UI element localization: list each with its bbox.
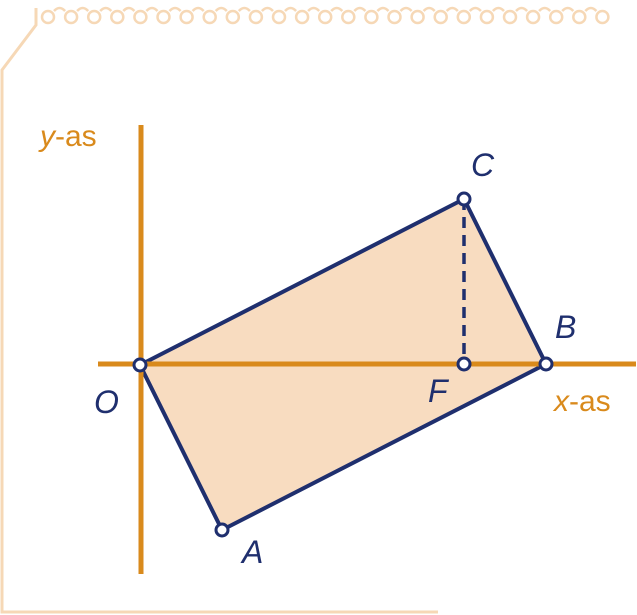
- point-O: [132, 357, 148, 373]
- spiral-ring: [179, 9, 194, 25]
- spiral-link: [353, 6, 367, 12]
- notebook-paper: [0, 6, 610, 614]
- y-axis-label-suffix: -as: [55, 120, 97, 153]
- spiral-ring: [387, 9, 402, 25]
- spiral-link: [260, 6, 274, 12]
- paper-border: [0, 8, 438, 614]
- spiral-ring: [410, 9, 425, 25]
- spiral-link: [399, 6, 413, 12]
- spiral-ring: [225, 9, 241, 25]
- spiral-link: [468, 6, 482, 12]
- spiral-ring: [248, 9, 264, 25]
- spiral-ring: [433, 9, 448, 25]
- spiral-ring: [271, 9, 287, 25]
- spiral-ring: [63, 9, 79, 25]
- spiral-link: [237, 6, 251, 12]
- spiral-ring: [548, 9, 564, 25]
- spiral-ring: [86, 9, 102, 25]
- point-B: [538, 356, 554, 372]
- label-F: F: [428, 373, 450, 409]
- point-C: [456, 191, 472, 207]
- spiral-link: [76, 6, 90, 12]
- label-O: O: [94, 384, 119, 420]
- spiral-ring: [133, 9, 148, 25]
- y-axis-label-var: y: [38, 120, 57, 153]
- spiral-link: [538, 6, 552, 12]
- spiral-link: [145, 6, 159, 12]
- spiral-link: [99, 6, 113, 12]
- point-A: [214, 522, 230, 538]
- spiral-link: [168, 6, 182, 12]
- spiral-link: [330, 6, 344, 12]
- spiral-ring: [525, 9, 541, 25]
- spiral-ring: [456, 9, 472, 25]
- spiral-link: [491, 6, 505, 12]
- spiral-ring: [202, 9, 217, 25]
- spiral-link: [445, 6, 459, 12]
- spiral-ring: [595, 9, 610, 25]
- spiral-link: [214, 6, 228, 12]
- spiral-ring: [341, 9, 356, 25]
- point-F: [456, 356, 472, 372]
- spiral-link: [307, 6, 321, 12]
- spiral-link: [515, 6, 529, 12]
- spiral-link: [122, 6, 136, 12]
- spiral-ring: [294, 9, 310, 25]
- spiral-ring: [156, 9, 171, 25]
- spiral-ring: [502, 9, 518, 25]
- spiral-ring: [317, 9, 333, 25]
- spiral-link: [53, 6, 67, 12]
- label-A: A: [240, 534, 263, 570]
- spiral-link: [422, 6, 436, 12]
- spiral-link: [561, 6, 575, 12]
- x-axis-label-var: x: [552, 385, 570, 418]
- x-axis-label: x-as: [552, 385, 611, 418]
- spiral-link: [584, 6, 598, 12]
- spiral-ring: [364, 9, 379, 25]
- spiral-ring: [479, 9, 495, 25]
- x-axis-label-suffix: -as: [569, 385, 611, 418]
- spiral-link: [284, 6, 298, 12]
- spiral-ring: [110, 9, 125, 25]
- spiral-link: [376, 6, 390, 12]
- spiral-ring: [572, 9, 587, 25]
- label-B: B: [555, 309, 576, 345]
- y-axis-label: y-as: [38, 120, 97, 153]
- spiral-link: [191, 6, 205, 12]
- spiral-ring: [40, 9, 56, 25]
- label-C: C: [471, 147, 495, 183]
- spiral-rings: [40, 6, 610, 25]
